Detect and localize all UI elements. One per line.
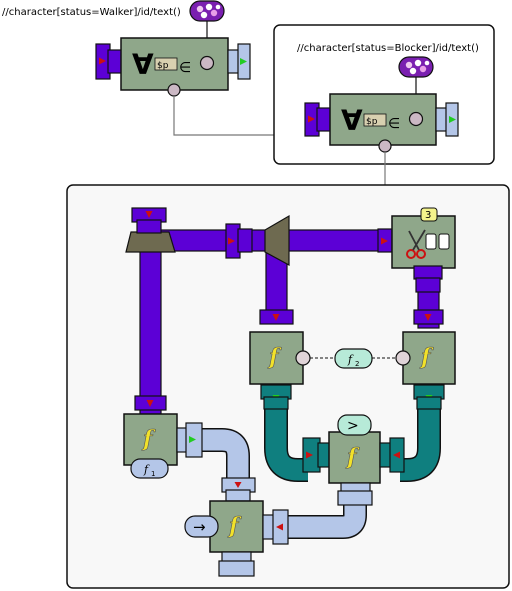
compare-op: > (347, 418, 359, 434)
arrow-op: → (193, 518, 206, 536)
powerset-icon: $p (366, 117, 378, 127)
splitter-node[interactable]: 3 (391, 207, 456, 293)
f1-label: f (143, 463, 150, 476)
function-icon: f (419, 344, 434, 370)
teal-pipes (264, 400, 441, 482)
split-count-badge: 3 (425, 210, 431, 221)
walker-selector[interactable]: ∀ $p ∈ (95, 0, 251, 97)
forall-icon: ∀ (132, 48, 154, 81)
blocker-data-cloud (398, 56, 434, 78)
blocker-query-port[interactable] (408, 111, 424, 127)
link-port[interactable] (295, 350, 311, 366)
walker-query-label: //character[status=Walker]/id/text() (2, 7, 181, 18)
function-node-right[interactable]: f (395, 331, 456, 410)
blocker-output-port[interactable] (378, 139, 392, 153)
funnel-left (125, 231, 176, 253)
element-of-icon: ∈ (179, 60, 191, 76)
scissors-icon (406, 229, 426, 259)
element-of-icon: ∈ (388, 116, 400, 132)
funnel-middle (264, 214, 290, 267)
walker-output-port[interactable] (167, 83, 181, 97)
function-node-arrow[interactable]: f → (184, 477, 289, 577)
function-icon: f (267, 344, 282, 370)
function-node-f1[interactable]: f f 1 (123, 413, 203, 479)
walker-query-port[interactable] (199, 55, 215, 71)
token-green-arrow (240, 58, 247, 65)
forall-icon: ∀ (341, 104, 363, 137)
function-node-left[interactable]: f (249, 331, 311, 410)
light-pipes (195, 428, 367, 539)
powerset-icon: $p (157, 61, 169, 71)
function-node-compare[interactable]: f > (302, 414, 405, 506)
blocker-query-label: //character[status=Blocker]/id/text() (297, 43, 479, 54)
link-port[interactable] (395, 350, 411, 366)
walker-connector (173, 96, 275, 136)
function-icon: f (345, 444, 360, 470)
walker-data-cloud (189, 0, 225, 22)
function-icon: f (141, 426, 156, 452)
blocker-selector[interactable]: ∀ $p ∈ (304, 56, 459, 153)
function-icon: f (227, 513, 242, 539)
f2-label-pill: f 2 (334, 348, 373, 369)
f2-label: f (347, 353, 354, 366)
f2-subscript: 2 (355, 360, 359, 368)
f1-subscript: 1 (151, 470, 155, 478)
token-green-arrow (449, 116, 456, 123)
